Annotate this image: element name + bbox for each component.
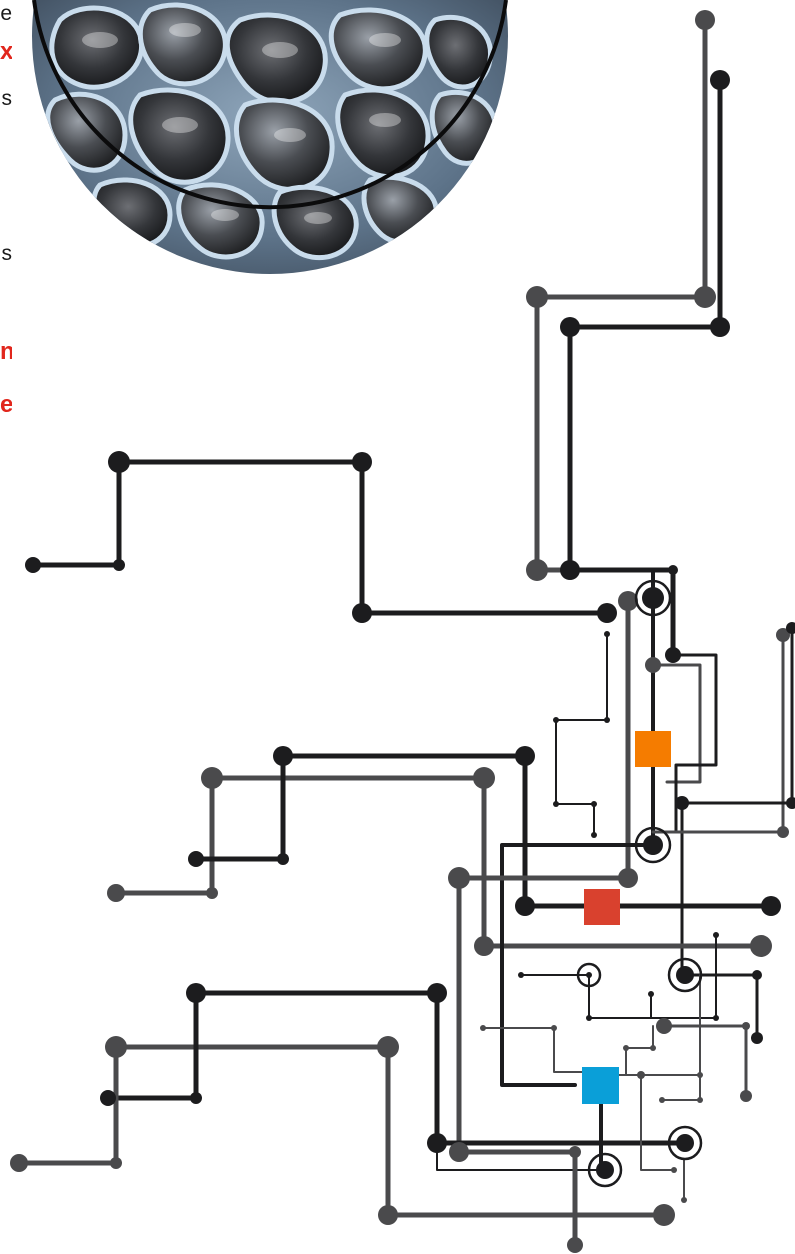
edge-text-fragment: n (0, 340, 12, 364)
edge-text-fragment: e (0, 393, 12, 417)
circuit-nodes (10, 10, 795, 1253)
edge-text-fragment: s (1, 87, 13, 110)
edge-text-fragment: e (0, 2, 12, 25)
foam-micrograph-image (32, 0, 508, 274)
edge-text-fragment: x (0, 40, 12, 64)
edge-text-fragment: s (1, 242, 13, 265)
blue-square-chip (582, 1067, 619, 1104)
red-square-chip (584, 889, 620, 925)
orange-square-chip (635, 731, 671, 767)
